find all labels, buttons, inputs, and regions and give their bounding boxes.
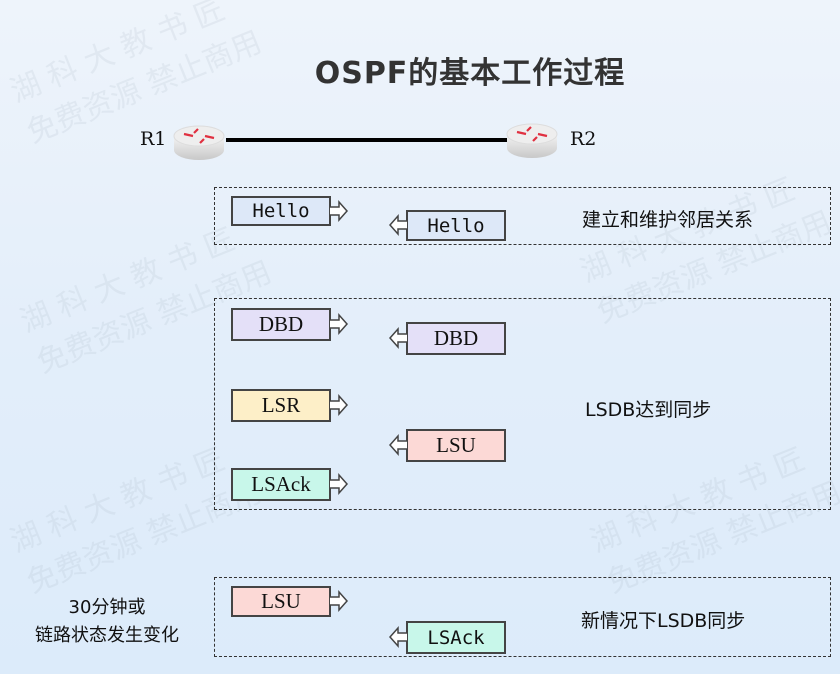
message-lsu: LSU (406, 429, 506, 462)
arrow-right-icon (330, 394, 348, 416)
arrow-right-icon (330, 313, 348, 335)
message-hello: Hello (406, 210, 506, 241)
arrow-right-icon (330, 200, 348, 222)
neighbor-phase-group (214, 187, 831, 245)
trigger-text: 30分钟或 (68, 597, 146, 618)
arrow-left-icon (389, 327, 407, 349)
network-link (226, 138, 507, 142)
message-lsu: LSU (231, 586, 331, 617)
message-dbd: DBD (406, 322, 506, 355)
message-lsack: LSAck (231, 468, 331, 501)
group-description: 建立和维护邻居关系 (582, 209, 754, 231)
router-r2-label: R2 (570, 128, 597, 150)
message-hello: Hello (231, 196, 331, 226)
router-icon (173, 125, 225, 160)
arrow-left-icon (389, 626, 407, 648)
update-group (214, 577, 831, 657)
lsdb-sync-group (214, 298, 831, 510)
arrow-left-icon (389, 214, 407, 236)
router-r1-label: R1 (140, 128, 167, 150)
arrow-right-icon (330, 590, 348, 612)
message-lsr: LSR (231, 389, 331, 422)
page-title: OSPF的基本工作过程 (314, 56, 626, 91)
trigger-text: 链路状态发生变化 (35, 625, 179, 646)
group-description: LSDB达到同步 (585, 399, 712, 421)
router-icon (506, 123, 558, 158)
message-dbd: DBD (231, 308, 331, 341)
arrow-right-icon (330, 473, 348, 495)
group-description: 新情况下LSDB同步 (581, 610, 746, 632)
message-lsack: LSAck (406, 621, 506, 654)
arrow-left-icon (389, 434, 407, 456)
